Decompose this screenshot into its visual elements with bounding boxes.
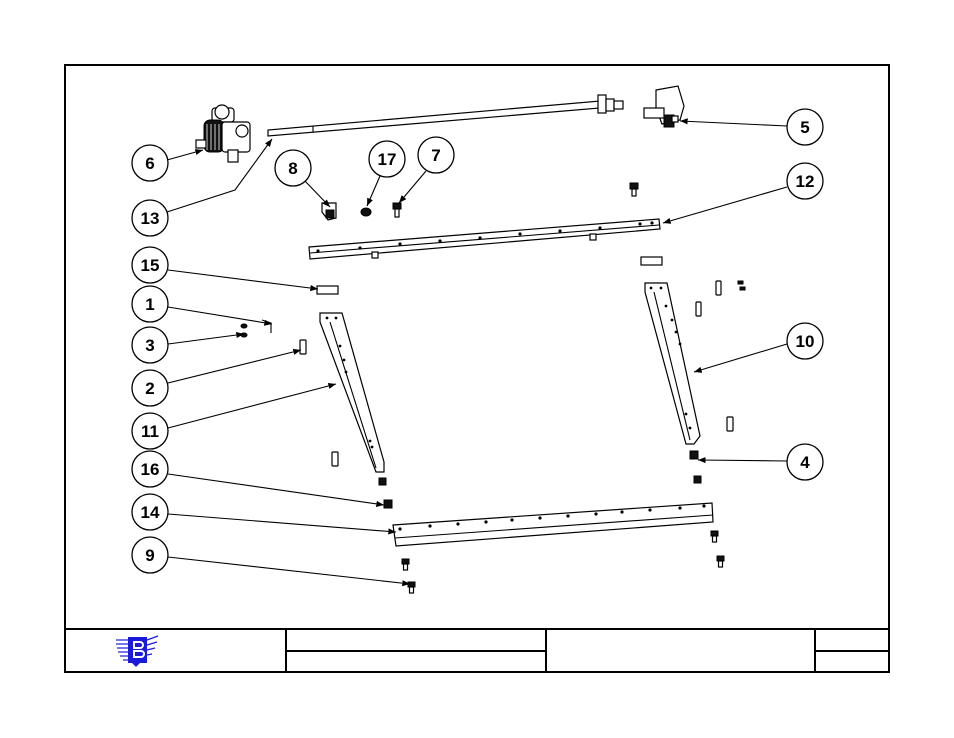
svg-text:5: 5 bbox=[800, 118, 809, 137]
nut-left-upper bbox=[379, 478, 386, 485]
bottom-crossbar bbox=[393, 503, 713, 546]
bolt-top bbox=[630, 183, 638, 196]
svg-text:1: 1 bbox=[145, 295, 154, 314]
svg-text:3: 3 bbox=[145, 336, 154, 355]
callout-11: 11 bbox=[132, 413, 168, 449]
nut-left bbox=[384, 500, 392, 508]
right-hardware bbox=[696, 281, 745, 431]
drive-shaft bbox=[268, 95, 623, 136]
svg-text:11: 11 bbox=[141, 422, 159, 441]
svg-text:13: 13 bbox=[141, 209, 160, 228]
callout-2: 2 bbox=[132, 370, 168, 406]
callout-17: 17 bbox=[369, 141, 405, 177]
callout-7: 7 bbox=[418, 137, 454, 173]
svg-text:4: 4 bbox=[800, 453, 810, 472]
hook-pin bbox=[262, 320, 271, 333]
right-upright bbox=[645, 283, 700, 444]
callout-1: 1 bbox=[132, 286, 168, 322]
svg-text:16: 16 bbox=[141, 460, 160, 479]
spacer-left bbox=[317, 286, 338, 294]
callout-3: 3 bbox=[132, 327, 168, 363]
callout-10: 10 bbox=[787, 323, 823, 359]
bearing-housing bbox=[644, 86, 684, 127]
drawing-border bbox=[65, 65, 889, 672]
left-upright bbox=[320, 313, 384, 472]
callout-4: 4 bbox=[787, 444, 823, 480]
svg-text:14: 14 bbox=[141, 503, 160, 522]
svg-text:7: 7 bbox=[431, 146, 440, 165]
svg-text:10: 10 bbox=[796, 332, 815, 351]
bolt-7 bbox=[393, 203, 401, 217]
svg-text:15: 15 bbox=[141, 256, 160, 275]
callout-13: 13 bbox=[132, 200, 168, 236]
nut-right-lower bbox=[694, 476, 701, 483]
callout-15: 15 bbox=[132, 247, 168, 283]
stud-left-lower bbox=[332, 452, 338, 466]
callout-14: 14 bbox=[132, 494, 168, 530]
svg-text:12: 12 bbox=[796, 172, 815, 191]
small-washers bbox=[241, 324, 247, 337]
company-logo bbox=[116, 636, 158, 667]
svg-text:8: 8 bbox=[288, 159, 297, 178]
callout-6: 6 bbox=[132, 145, 168, 181]
callout-12: 12 bbox=[787, 163, 823, 199]
callout-9: 9 bbox=[132, 537, 168, 573]
stud bbox=[300, 340, 306, 354]
svg-text:9: 9 bbox=[145, 546, 154, 565]
nut-right bbox=[690, 451, 698, 459]
callout-5: 5 bbox=[787, 109, 823, 145]
callout-16: 16 bbox=[132, 451, 168, 487]
svg-text:17: 17 bbox=[378, 150, 397, 169]
callout-8: 8 bbox=[275, 150, 311, 186]
gear-motor bbox=[196, 105, 250, 162]
top-crossbar bbox=[309, 219, 660, 259]
title-block bbox=[65, 629, 889, 672]
svg-text:2: 2 bbox=[145, 379, 154, 398]
washer bbox=[361, 208, 371, 216]
svg-text:6: 6 bbox=[145, 154, 154, 173]
spacer-right bbox=[641, 257, 662, 265]
